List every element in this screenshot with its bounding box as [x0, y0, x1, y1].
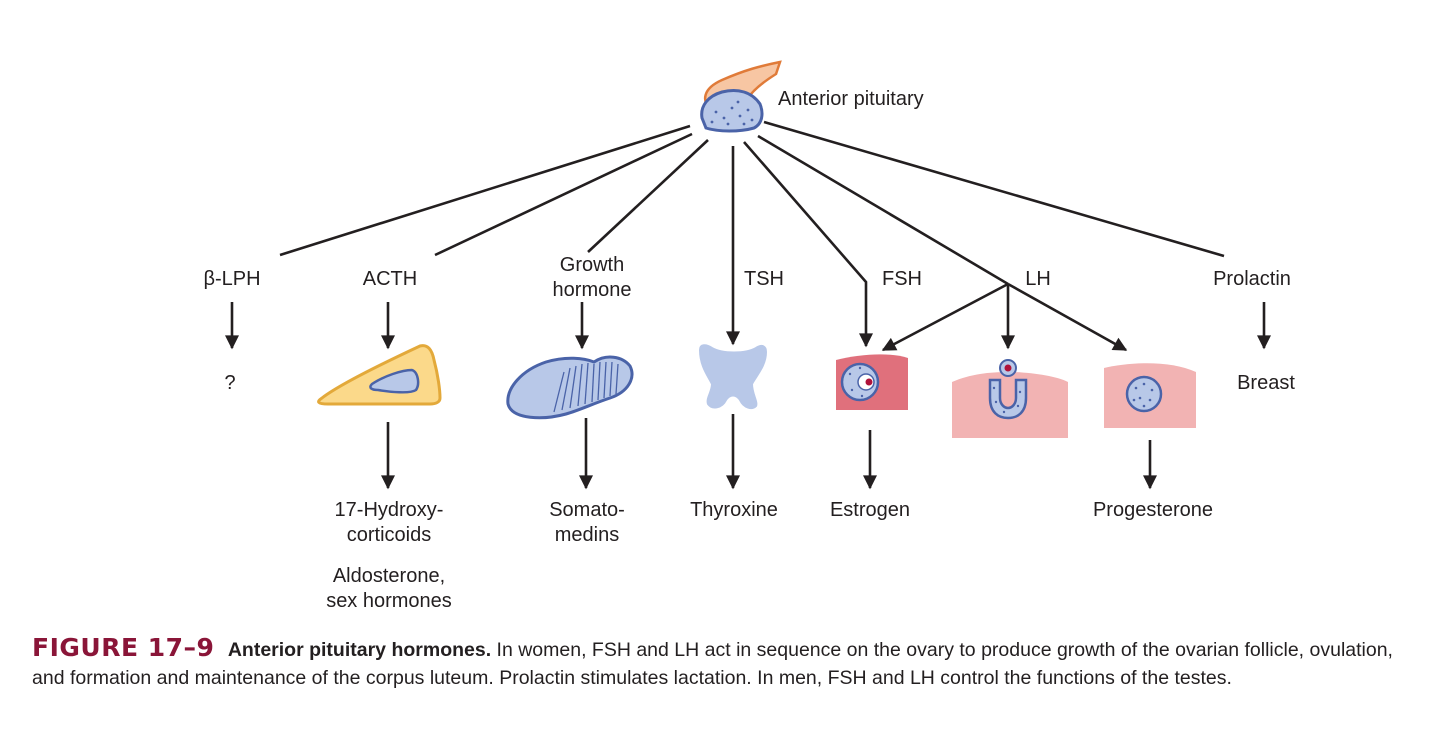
acth-label: ACTH [362, 268, 418, 290]
hormone-diagram [225, 60, 1271, 490]
figure-caption: FIGURE 17–9 Anterior pituitary hormones.… [32, 634, 1422, 692]
hydroxycorticoids-label-line2: corticoids [346, 524, 432, 546]
fsh-label: FSH [882, 268, 922, 290]
thyroid-icon [698, 344, 768, 409]
corpus-luteum-icon [1104, 363, 1196, 428]
growth-hormone-label-line1: Growth [559, 254, 625, 276]
figure-number: FIGURE 17–9 [32, 633, 215, 662]
aldosterone-label-line2: sex hormones [326, 590, 452, 612]
follicle-icon [836, 354, 908, 410]
somatomedins-label-line2: medins [554, 524, 620, 546]
unknown-target-label: ? [224, 372, 236, 394]
somatomedins-label-line1: Somato- [549, 499, 625, 521]
tsh-label: TSH [744, 268, 784, 290]
pituitary-gland-icon [700, 60, 782, 133]
hydroxycorticoids-label-line1: 17-Hydroxy- [334, 499, 444, 521]
lh-label: LH [1025, 268, 1051, 290]
label-arrows [225, 302, 1271, 350]
estrogen-label: Estrogen [829, 499, 911, 521]
prolactin-label: Prolactin [1213, 268, 1291, 290]
aldosterone-label-line1: Aldosterone, [332, 565, 446, 587]
breast-label: Breast [1237, 372, 1295, 394]
anterior-pituitary-label: Anterior pituitary [778, 88, 924, 110]
liver-icon [506, 355, 634, 420]
figure-caption-text: In women, FSH and LH act in sequence on … [32, 639, 1393, 689]
ovulation-icon [952, 359, 1068, 438]
growth-hormone-label-line2: hormone [552, 279, 632, 301]
lh-arrows [881, 282, 1128, 352]
branch-lines [279, 120, 1225, 348]
product-arrows [381, 414, 1157, 490]
thyroxine-label: Thyroxine [690, 499, 778, 521]
beta-lph-label: β-LPH [203, 268, 261, 290]
progesterone-label: Progesterone [1092, 499, 1214, 521]
adrenal-cell-icon [317, 344, 442, 406]
figure-title: Anterior pituitary hormones. [227, 639, 492, 661]
